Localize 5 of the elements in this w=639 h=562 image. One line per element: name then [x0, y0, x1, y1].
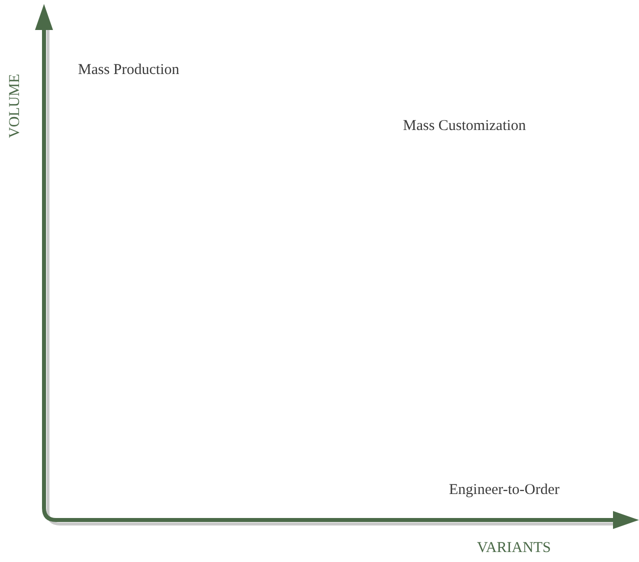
region-label: Engineer-to-Order [449, 482, 560, 499]
region-label: Mass Production [78, 62, 180, 79]
axis-label: VARIANTS [477, 540, 551, 557]
axis-label: VOLUME [7, 74, 24, 138]
region-label: Mass Customization [403, 118, 526, 135]
